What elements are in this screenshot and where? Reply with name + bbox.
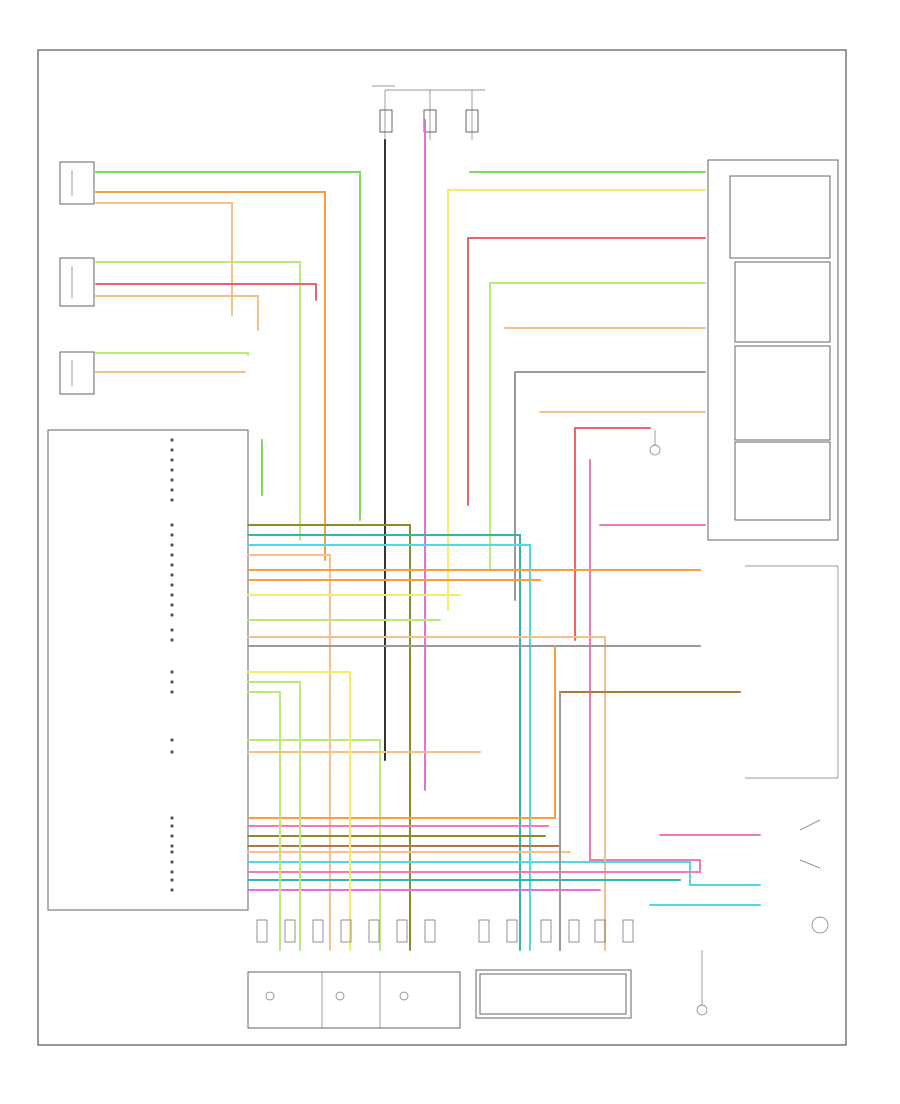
wire-teal: [247, 534, 521, 951]
wire-light_green: [95, 352, 249, 356]
terminal-block: [256, 919, 268, 943]
terminal-block: [594, 919, 606, 943]
terminal-block: [424, 919, 436, 943]
connector-pin: [170, 458, 174, 462]
right-switch-assembly: [707, 159, 839, 779]
left-sensors: [59, 161, 95, 395]
bottom-motor-assemblies: [247, 969, 632, 1029]
wire-cyan: [247, 544, 531, 951]
connector-pin: [170, 448, 174, 452]
terminal-block: [312, 919, 324, 943]
connector-pin: [170, 478, 174, 482]
wire-light_green: [247, 691, 281, 951]
terminal-block: [540, 919, 552, 943]
connector-pin: [170, 628, 174, 632]
connector-pin: [170, 750, 174, 754]
connector-pin: [170, 824, 174, 828]
wire-cyan: [247, 861, 761, 886]
connector-pin: [170, 563, 174, 567]
wire-green: [95, 171, 361, 521]
connector-pin: [170, 834, 174, 838]
connector-pin: [170, 844, 174, 848]
connector-pin: [170, 523, 174, 527]
seat-module-frame: [47, 429, 249, 911]
connector-pin: [170, 850, 174, 854]
diagram-border: [37, 49, 847, 1046]
wire-olive: [247, 524, 411, 951]
connector-pin: [170, 860, 174, 864]
wire-peach: [95, 295, 259, 331]
connector-pin: [170, 670, 174, 674]
connector-pin: [170, 573, 174, 577]
connector-pin: [170, 543, 174, 547]
wire-light_green: [247, 681, 301, 951]
connector-pin: [170, 533, 174, 537]
terminal-block: [478, 919, 490, 943]
connector-pin: [170, 498, 174, 502]
connector-pin: [170, 638, 174, 642]
connector-pin: [170, 593, 174, 597]
connector-pin: [170, 583, 174, 587]
connector-pin: [170, 468, 174, 472]
connector-pin: [170, 603, 174, 607]
terminal-block: [340, 919, 352, 943]
wire-harness: [95, 119, 761, 951]
terminal-block: [622, 919, 634, 943]
fuse-panel: [372, 85, 485, 140]
wire-yellow: [247, 671, 351, 951]
terminal-block: [568, 919, 580, 943]
connector-pin: [170, 888, 174, 892]
connector-pin: [170, 488, 174, 492]
terminal-block: [368, 919, 380, 943]
wire-light_green: [95, 261, 301, 541]
terminal-block: [396, 919, 408, 943]
wire-red: [95, 283, 317, 301]
wire-orange: [95, 191, 326, 561]
connector-pin: [170, 690, 174, 694]
wire-brown: [247, 691, 741, 847]
wire-gray: [514, 371, 706, 601]
connector-pin: [170, 438, 174, 442]
connector-pin: [170, 613, 174, 617]
connector-pin: [170, 878, 174, 882]
right-lower-components: [649, 430, 829, 1016]
wire-pink: [589, 459, 701, 861]
connector-pin: [170, 738, 174, 742]
connector-pin: [170, 553, 174, 557]
wire-peach: [95, 202, 233, 316]
wire-peach: [247, 636, 606, 951]
connector-pin: [170, 680, 174, 684]
connector-pins: [170, 438, 634, 943]
terminal-block: [506, 919, 518, 943]
terminal-block: [284, 919, 296, 943]
wire-pink: [247, 859, 701, 873]
connector-pin: [170, 816, 174, 820]
connector-pin: [170, 870, 174, 874]
